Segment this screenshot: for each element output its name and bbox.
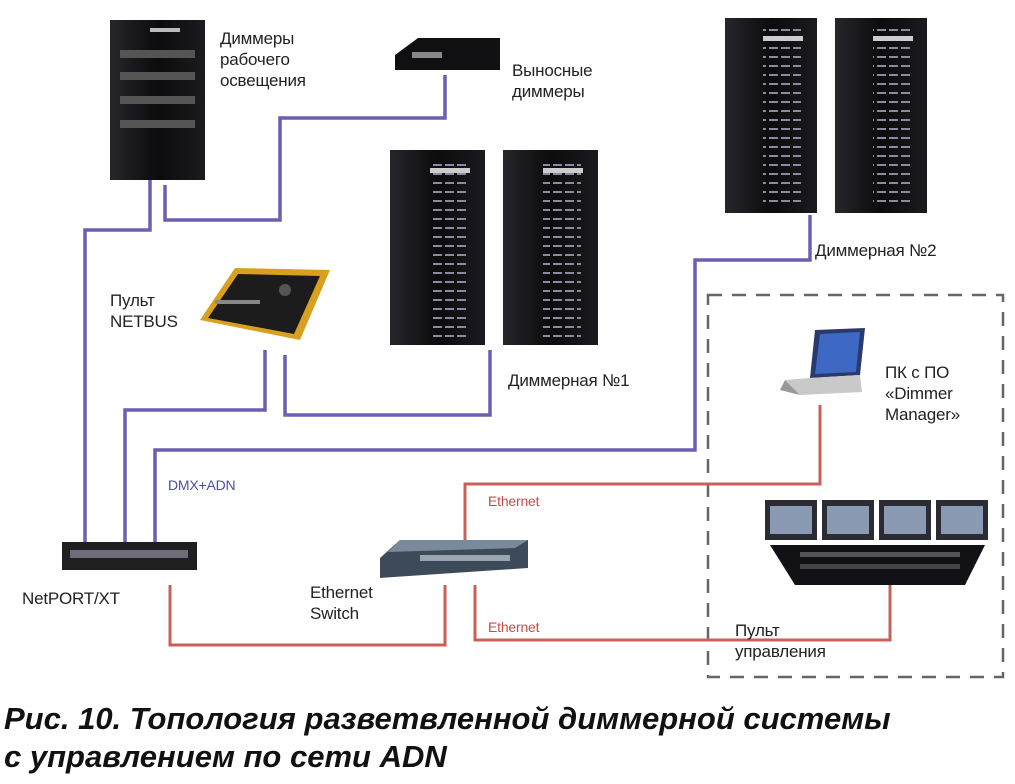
label-ethernet-top: Ethernet: [488, 493, 540, 509]
label-remote-dimmers: Выносные диммеры: [512, 61, 593, 101]
dimmer-rack-icon: [390, 150, 485, 345]
laptop-icon: [780, 328, 865, 395]
control-console-icon: [765, 500, 988, 585]
link-switch-pc: [463, 405, 822, 540]
label-ethernet-bottom: Ethernet: [488, 619, 540, 635]
remote-dimmer-icon: [395, 38, 500, 70]
label-pc: ПК с ПО «Dimmer Manager»: [885, 363, 960, 424]
topology-diagram: [62, 18, 1005, 679]
red-links: [168, 405, 892, 647]
netport-device-icon: [62, 542, 197, 570]
link-remote-dimmers: [163, 75, 447, 222]
figure-caption: Рис. 10. Топология разветвленной диммерн…: [4, 700, 1004, 776]
caption-line-2: с управлением по сети ADN: [4, 739, 447, 774]
label-netport: NetPORT/XT: [22, 589, 120, 608]
link-netport-room2: [153, 215, 812, 542]
blue-links: [83, 75, 812, 542]
link-netport-dimmers: [83, 180, 152, 542]
label-dimmers-work: Диммеры рабочего освещения: [220, 29, 306, 90]
label-console-netbus: Пульт NETBUS: [110, 291, 178, 331]
dimmer-rack-icon: [110, 20, 205, 180]
label-control-consoles: Пульт управления: [735, 621, 826, 661]
caption-line-1: Рис. 10. Топология разветвленной диммерн…: [4, 701, 891, 736]
label-dimmer-room-2: Диммерная №2: [815, 241, 937, 260]
label-switch: Ethernet Switch: [310, 583, 373, 623]
dimmer-rack-icon: [503, 150, 598, 345]
dimmer-rack-icon: [835, 18, 927, 213]
link-netport-switch: [168, 585, 447, 647]
label-dimmer-room-1: Диммерная №1: [508, 371, 630, 390]
link-netport-netbus: [123, 350, 267, 542]
netbus-console-icon: [200, 268, 330, 340]
ethernet-switch-icon: [380, 540, 528, 578]
dimmer-rack-icon: [725, 18, 817, 213]
label-dmx-adn: DMX+ADN: [168, 477, 236, 493]
control-area-box: [706, 293, 1005, 679]
link-netbus-room1: [283, 350, 492, 417]
link-switch-console: [473, 585, 892, 642]
